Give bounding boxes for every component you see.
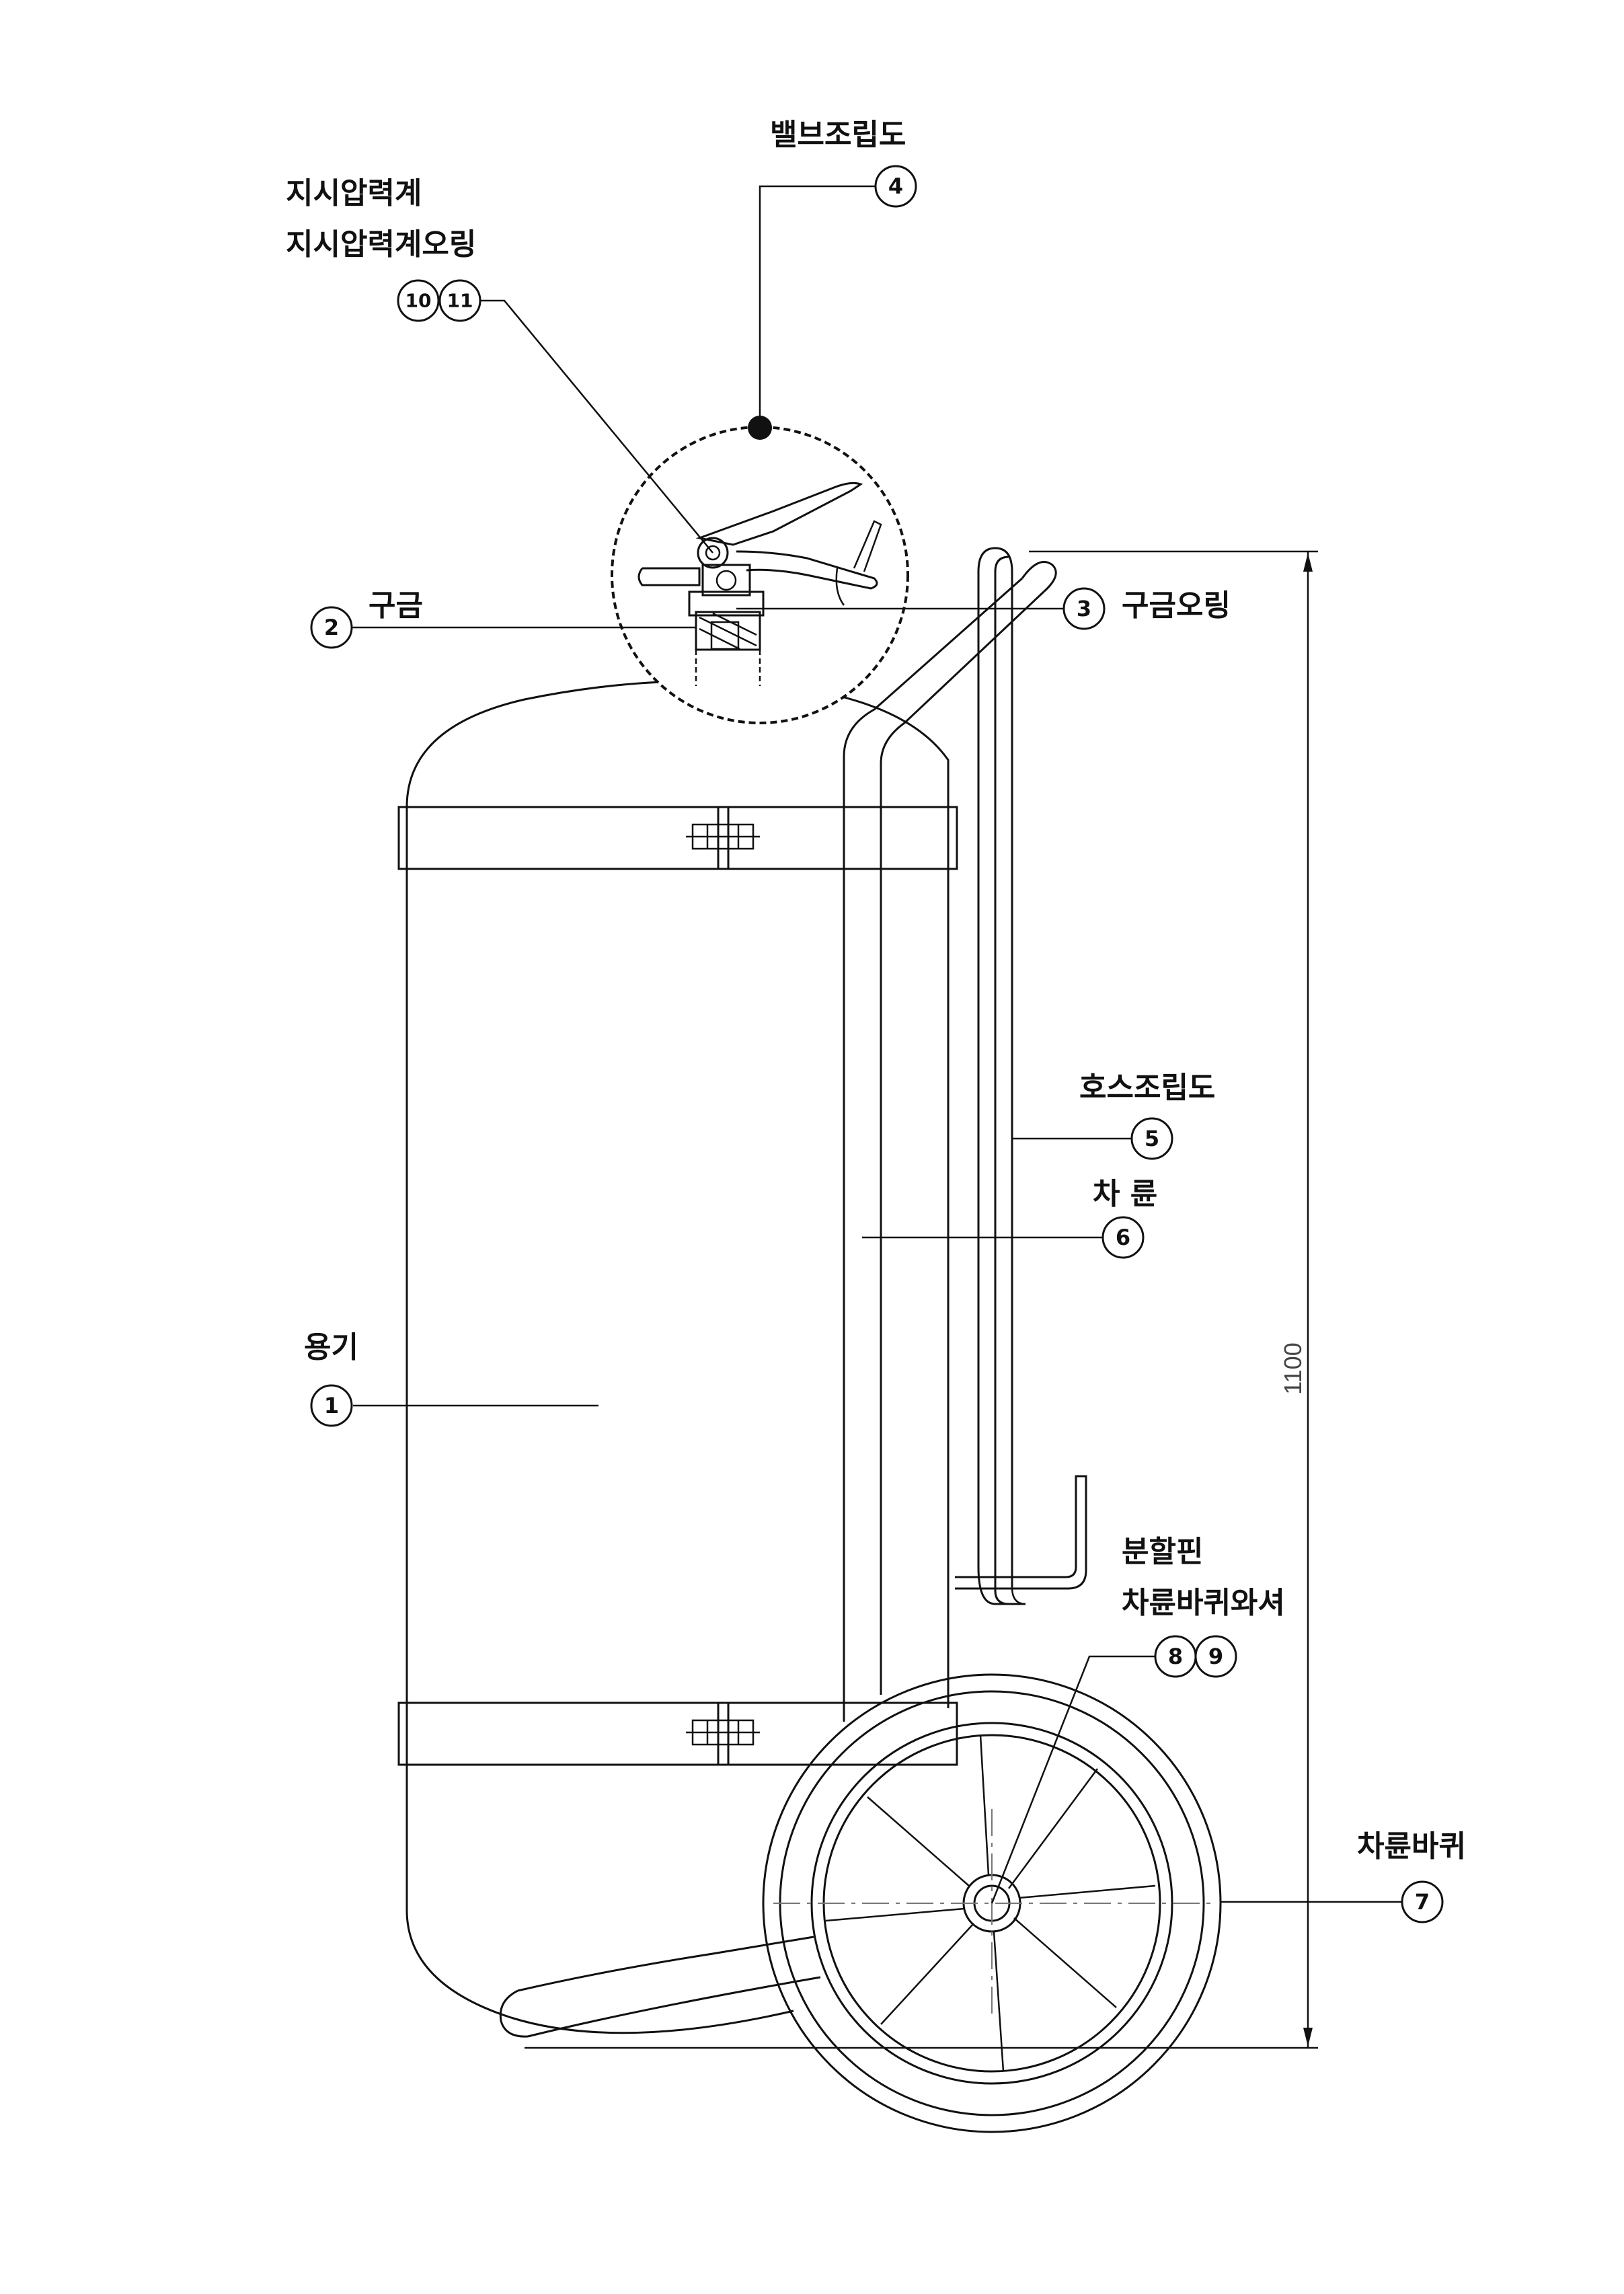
lower-band <box>397 1702 958 1766</box>
callout-1-number: 1 <box>324 1393 339 1418</box>
callout-10-number: 10 <box>405 290 432 312</box>
callout-11: 11 <box>438 279 481 322</box>
label-hose-assembly: 호스조립도 <box>1079 1071 1215 1105</box>
callout-4-number: 4 <box>888 174 903 199</box>
cart-frame <box>499 547 1087 2038</box>
callout-3: 3 <box>1062 587 1106 630</box>
callout-9-number: 9 <box>1208 1644 1223 1669</box>
callout-1: 1 <box>310 1384 353 1427</box>
callout-5: 5 <box>1130 1117 1173 1160</box>
height-dimension: 1100 <box>525 550 1318 2049</box>
callout-7-number: 7 <box>1415 1889 1430 1915</box>
callout-7: 7 <box>1401 1880 1444 1923</box>
upper-band <box>397 806 958 870</box>
callout-4: 4 <box>874 165 917 208</box>
callout-2-number: 2 <box>324 615 339 640</box>
callout-8: 8 <box>1154 1635 1197 1678</box>
callout-10: 10 <box>397 279 440 322</box>
label-container: 용기 <box>304 1330 358 1365</box>
container-body <box>405 680 950 2034</box>
callout-5-number: 5 <box>1145 1126 1159 1151</box>
label-wheel-frame: 차 륜 <box>1093 1177 1157 1211</box>
callout-6-number: 6 <box>1116 1225 1130 1250</box>
label-wheel: 차륜바퀴 <box>1357 1829 1466 1864</box>
label-pressure-gauge-oring: 지시압력계오링 <box>286 227 476 262</box>
label-pressure-gauge: 지시압력계 <box>286 176 422 211</box>
valve-detail <box>611 416 909 724</box>
callout-11-number: 11 <box>447 290 473 312</box>
label-wheel-washer: 차륜바퀴와셔 <box>1122 1586 1285 1620</box>
callout-3-number: 3 <box>1077 596 1091 621</box>
leader-lines <box>352 185 1402 1904</box>
callout-9: 9 <box>1194 1635 1237 1678</box>
dimension-height-text: 1100 <box>1279 1342 1307 1394</box>
label-cap-oring: 구금오링 <box>1122 588 1231 623</box>
label-valve-assembly: 밸브조립도 <box>770 118 906 152</box>
label-cap: 구금 <box>369 588 423 623</box>
callout-2: 2 <box>310 606 353 649</box>
callout-8-number: 8 <box>1168 1644 1183 1669</box>
callout-6: 6 <box>1101 1216 1145 1259</box>
label-split-pin: 분할핀 <box>1122 1535 1203 1569</box>
wheel <box>762 1673 1222 2133</box>
